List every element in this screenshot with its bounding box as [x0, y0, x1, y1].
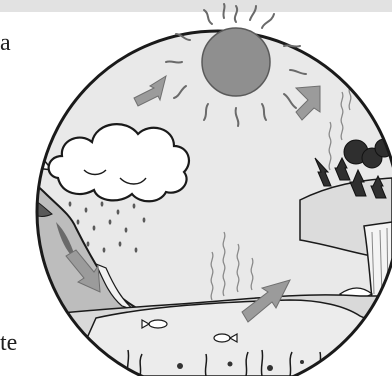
- sun-icon: [202, 28, 270, 96]
